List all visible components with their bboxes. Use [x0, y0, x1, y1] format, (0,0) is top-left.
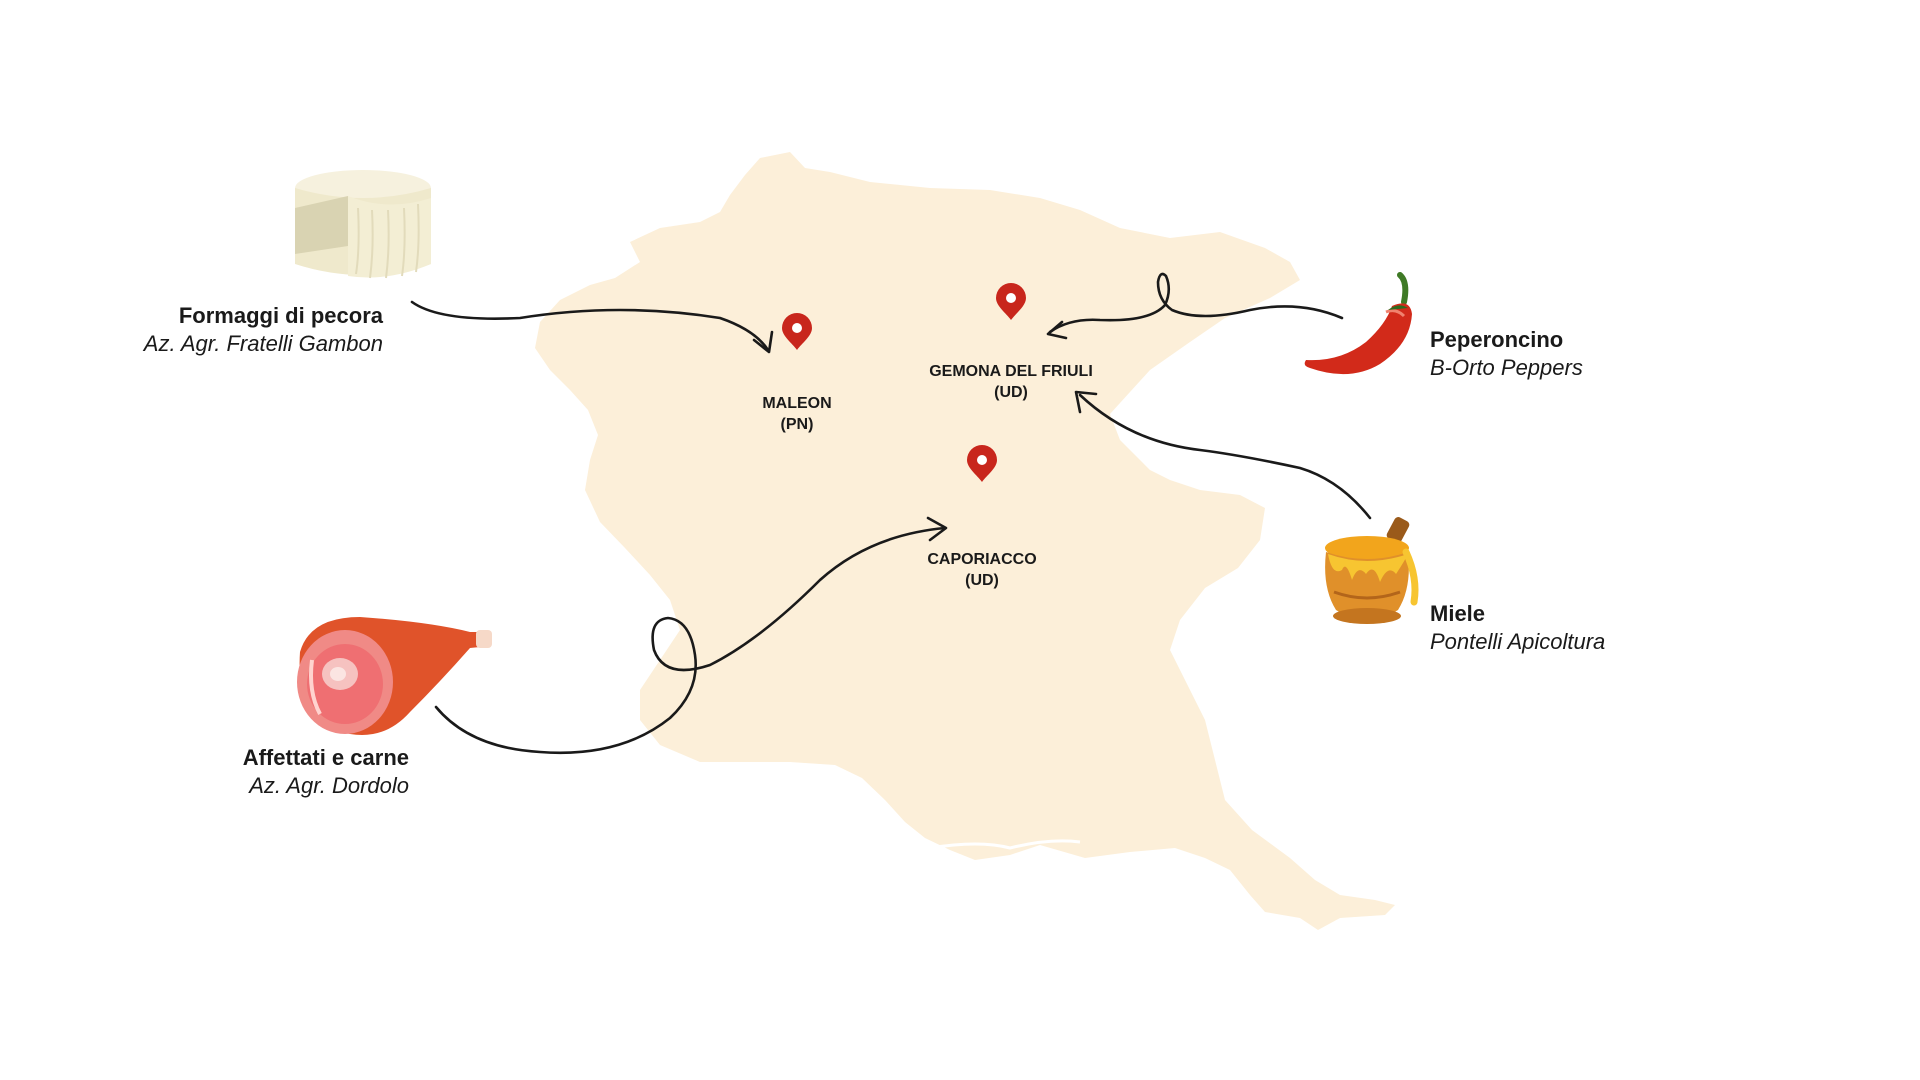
route-arrows: [410, 272, 1372, 755]
arrowhead-gemona-bottom: [1074, 390, 1098, 414]
arrowhead-gemona-top: [1046, 320, 1068, 340]
town-name: CAPORIACCO: [927, 551, 1037, 568]
pin-maleon[interactable]: [782, 313, 812, 350]
town-province: (UD): [965, 571, 999, 589]
town-name: MALEON: [762, 395, 832, 412]
pin-caporiacco[interactable]: [967, 445, 997, 482]
product-name: Miele: [1430, 601, 1486, 626]
producer-name: B-Orto Peppers: [1430, 354, 1583, 380]
arrow-miele-to-gemona: [1078, 393, 1372, 520]
arrowhead-maleon: [752, 330, 774, 354]
producer-label-peperoncino: Peperoncino B-Orto Peppers: [1430, 326, 1583, 381]
chili-pepper-icon: [1304, 272, 1412, 375]
pin-gemona[interactable]: [996, 283, 1026, 320]
town-label-gemona: GEMONA DEL FRIULI (UD): [929, 362, 1093, 404]
arrowhead-caporiacco: [926, 516, 948, 542]
producer-name: Pontelli Apicoltura: [1430, 628, 1606, 654]
town-name: GEMONA DEL FRIULI: [929, 363, 1093, 380]
town-label-caporiacco: CAPORIACCO (UD): [927, 550, 1036, 592]
arrow-peperoncino-to-gemona: [1048, 272, 1344, 334]
product-name: Formaggi di pecora: [178, 303, 383, 328]
region-shape: [535, 152, 1395, 930]
producer-name: Az. Agr. Dordolo: [249, 772, 409, 798]
region-inner-line: [929, 839, 1081, 850]
producer-label-affettati: Affettati e carne Az. Agr. Dordolo: [243, 744, 409, 799]
producer-label-formaggi: Formaggi di pecora Az. Agr. Fratelli Gam…: [144, 302, 383, 357]
ham-icon: [297, 617, 492, 736]
town-province: (PN): [780, 415, 814, 433]
producer-name: Az. Agr. Fratelli Gambon: [143, 330, 383, 356]
product-name: Affettati e carne: [242, 745, 409, 770]
producer-label-miele: Miele Pontelli Apicoltura: [1430, 600, 1605, 655]
cheese-icon: [295, 170, 431, 279]
arrow-formaggi-to-maleon: [410, 300, 770, 352]
arrow-affettati-to-caporiacco: [434, 526, 947, 755]
product-name: Peperoncino: [1430, 327, 1564, 352]
honey-pot-icon: [1325, 517, 1419, 624]
town-province: (UD): [994, 383, 1028, 401]
town-label-maleon: MALEON (PN): [762, 394, 831, 436]
